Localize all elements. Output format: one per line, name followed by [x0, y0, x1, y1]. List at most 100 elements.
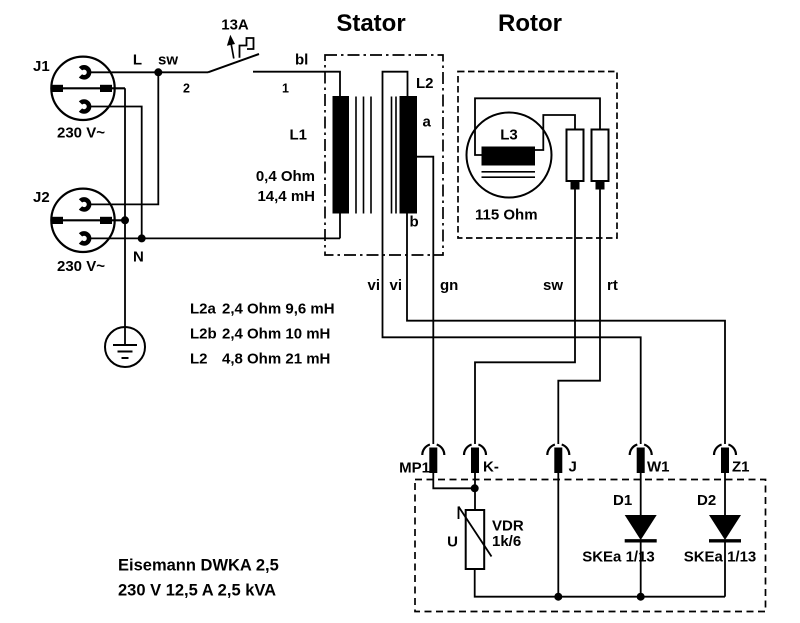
stator-winding-l2: [399, 96, 417, 214]
connector-z1-label: Z1: [732, 459, 750, 476]
l2-tap-a: a: [423, 114, 432, 131]
junction-bus-j: [554, 592, 563, 601]
socket-j1-earth-clip-left: [51, 84, 63, 92]
l2b-spec-name: L2b: [190, 326, 217, 343]
connector-z1: Z1: [712, 443, 750, 476]
socket-j2-voltage: 230 V~: [57, 258, 105, 275]
wire-mp1-to-junction: [432, 473, 471, 490]
rotor-title: Rotor: [498, 10, 562, 37]
connector-mp1-socket-arc: [421, 443, 446, 456]
connector-z1-socket-arc: [712, 443, 738, 456]
breaker-arrow-head: [226, 34, 235, 46]
socket-j2-earth-clip-left: [51, 216, 63, 224]
connector-w1-socket-arc: [628, 443, 653, 456]
socket-j2-earth-clip-right: [100, 216, 112, 224]
l2-tap-b: b: [410, 214, 419, 231]
stator-boundary: [324, 54, 444, 256]
connector-mp1: MP1: [399, 443, 446, 477]
d1-triangle: [624, 515, 657, 540]
vdr-body: [464, 509, 486, 570]
earth-symbol: [104, 326, 146, 368]
stator-winding-l1: [332, 96, 349, 214]
wire-rt-to-j: [557, 189, 601, 444]
wire-live-bus: [87, 72, 160, 206]
wire-label-vi2: vi: [389, 277, 402, 294]
varistor-vdr: U VDR 1k/6: [447, 506, 524, 570]
junction-earth: [121, 216, 129, 225]
vdr-type: VDR: [492, 518, 524, 535]
wire-l3-right-to-brush: [535, 114, 576, 151]
connector-w1: W1: [628, 443, 670, 476]
d2-part-number: SKEa 1/13: [684, 549, 757, 566]
socket-j2-label: J2: [33, 189, 50, 206]
switch-terminal-1: 1: [282, 82, 289, 96]
nameplate-model: Eisemann DWKA 2,5: [118, 557, 279, 575]
core-lamination-right: [390, 96, 397, 214]
wire-label-bl: bl: [295, 52, 308, 69]
core-lamination-left: [355, 96, 372, 214]
regulator-boundary: [414, 478, 767, 613]
wire-label-sw-top: sw: [158, 52, 178, 69]
diode-d2: D2 SKEa 1/13: [684, 473, 757, 597]
l3-label: L3: [500, 127, 518, 144]
rotor-boundary: [457, 70, 618, 239]
connector-j-socket-arc: [546, 443, 571, 456]
connector-z1-pin: [721, 447, 729, 473]
wire-bottom-bus: [473, 569, 725, 598]
brush-right-contact: [595, 181, 605, 190]
earth-bars: [113, 344, 137, 359]
socket-j1-earth-clip-right: [100, 84, 112, 92]
rotor-section: L3 115 Ohm: [457, 70, 618, 239]
connector-k-minus-socket-arc: [462, 443, 488, 456]
breaker-latch-icon: [238, 37, 255, 58]
wire-label-gn: gn: [440, 277, 458, 294]
l2-label: L2: [416, 75, 434, 92]
socket-j1: J1 230 V~: [33, 55, 125, 142]
wire-vi1-to-w1: [381, 70, 642, 444]
socket-j1-voltage: 230 V~: [57, 125, 105, 142]
l1-label: L1: [289, 127, 307, 144]
wire-label-l: L: [133, 52, 142, 69]
wire-sw-to-kminus: [474, 189, 576, 444]
junction-vdr-top: [470, 484, 479, 493]
l2-spec-block: L2a 2,4 Ohm 9,6 mH L2b 2,4 Ohm 10 mH L2 …: [190, 301, 335, 368]
nameplate-rating: 230 V 12,5 A 2,5 kVA: [118, 582, 276, 600]
wire-l3-left-to-brush: [474, 97, 601, 156]
rotor-winding-l3: [481, 146, 535, 166]
connector-mp1-label: MP1: [399, 460, 430, 477]
wire-label-sw-rotor: sw: [543, 277, 563, 294]
wire-gn-to-mp1: [417, 155, 435, 444]
switch-blade: [207, 53, 260, 74]
connector-mp1-pin: [429, 447, 438, 473]
brush-left-contact: [570, 181, 580, 190]
junction-neutral: [137, 234, 146, 243]
vdr-terminal-u: U: [447, 534, 458, 551]
connector-w1-pin: [636, 447, 645, 473]
wire-label-n: N: [133, 249, 144, 266]
l1-resistance: 0,4 Ohm: [256, 168, 315, 185]
d1-part-number: SKEa 1/13: [582, 549, 655, 566]
connector-k-minus-label: K-: [483, 459, 499, 476]
breaker-rating: 13A: [221, 17, 249, 34]
connector-j: J: [546, 443, 577, 476]
stator-title: Stator: [336, 10, 405, 37]
socket-j1-label: J1: [33, 58, 50, 75]
rotor-core-lines: [481, 170, 535, 179]
regulator-section: U VDR 1k/6 D1 SKEa 1/13 D2 SKEa 1/13: [414, 473, 767, 613]
connector-w1-label: W1: [647, 459, 670, 476]
connector-k-minus-pin: [471, 447, 479, 473]
nameplate: Eisemann DWKA 2,5 230 V 12,5 A 2,5 kVA: [118, 557, 279, 600]
connector-j-pin: [554, 447, 563, 473]
junction-bus-d1: [636, 592, 645, 601]
l3-resistance: 115 Ohm: [475, 207, 538, 224]
wire-j1-neutral: [87, 105, 143, 239]
d2-triangle: [709, 515, 741, 540]
breaker-switch: 13A 2 1 bl: [158, 17, 341, 97]
socket-j2: J2 230 V~: [33, 187, 125, 275]
l2a-spec-name: L2a: [190, 301, 217, 318]
l2-spec-name: L2: [190, 351, 208, 368]
brush-right: [590, 128, 610, 182]
connector-j-label: J: [569, 459, 577, 476]
wire-label-vi1: vi: [367, 277, 380, 294]
